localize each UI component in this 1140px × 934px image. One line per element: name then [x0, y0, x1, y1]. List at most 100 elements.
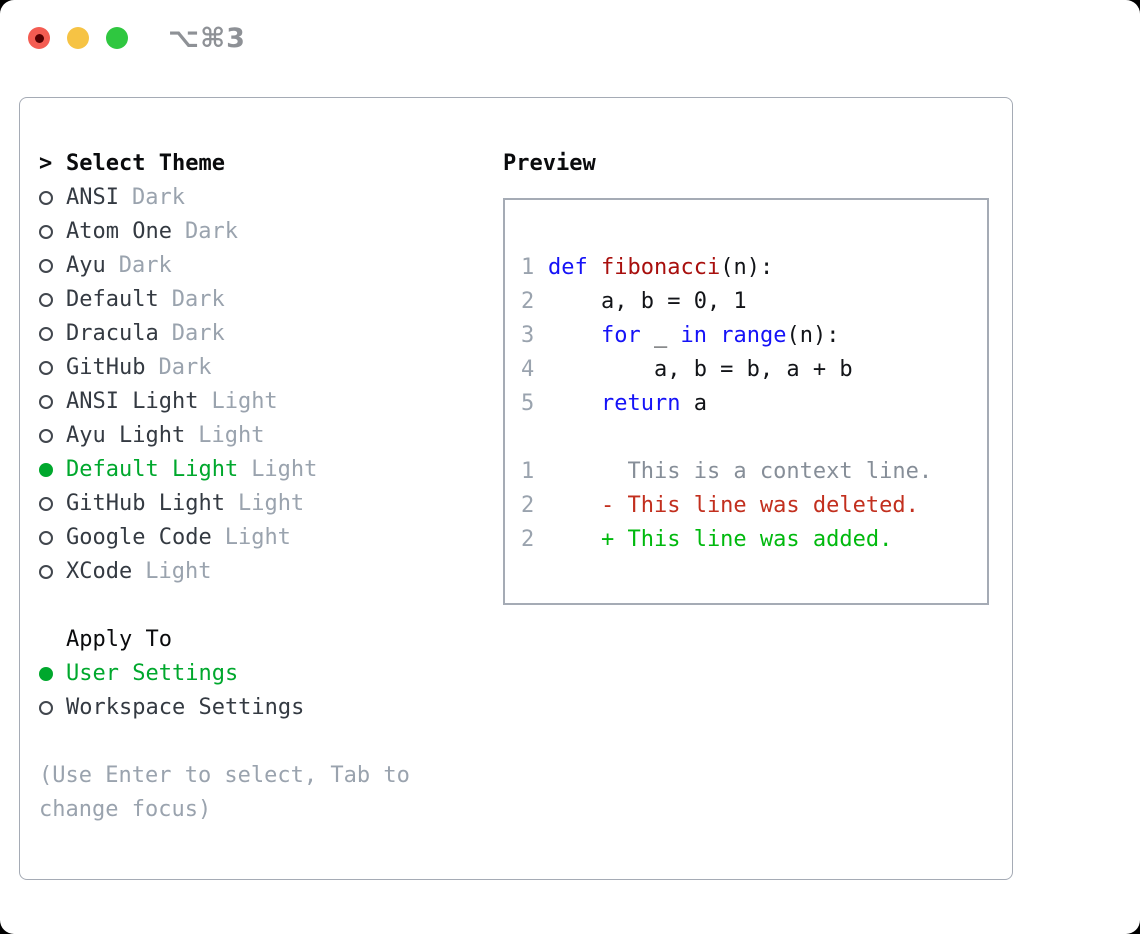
theme-option[interactable]: ANSI Dark [39, 181, 479, 215]
code-lines: 1 def fibonacci(n): 2 a, b = 0, 1 3 for … [521, 251, 987, 557]
apply-options: User Settings Workspace Settings [39, 657, 479, 725]
apply-to-title: Apply To [66, 627, 172, 652]
radio-icon [39, 327, 53, 341]
spacer [39, 589, 479, 623]
theme-name: ANSI Light [66, 389, 199, 414]
theme-name: GitHub [66, 355, 146, 380]
line-number: 4 [521, 357, 535, 382]
code-line: 4 a, b = b, a + b [521, 353, 987, 387]
theme-variant: Dark [131, 185, 185, 210]
radio-icon [39, 667, 53, 681]
code-line: 1 This is a context line. [521, 455, 987, 489]
radio-icon [39, 565, 53, 579]
radio-icon [39, 225, 53, 239]
select-theme-title: Select Theme [66, 151, 225, 176]
code-segment [548, 323, 601, 348]
radio-cell [39, 225, 66, 239]
preview-title: Preview [503, 151, 596, 176]
code-segment: a [680, 391, 707, 416]
code-line: 2 a, b = 0, 1 [521, 285, 987, 319]
radio-cell [39, 361, 66, 375]
code-segment: def [548, 255, 588, 280]
close-button[interactable] [28, 27, 50, 49]
radio-icon [39, 497, 53, 511]
code-segment: in [680, 323, 707, 348]
theme-variant: Light [237, 491, 305, 516]
theme-variant: Light [251, 457, 318, 482]
code-line [521, 421, 987, 455]
theme-variant: Light [211, 389, 278, 414]
radio-icon [39, 191, 53, 205]
window-title: ⌥⌘3 [168, 23, 246, 54]
theme-option[interactable]: Atom One Dark [39, 215, 479, 249]
radio-cell [39, 497, 66, 511]
theme-variant: Dark [158, 355, 212, 380]
code-segment: for [600, 323, 641, 348]
line-number [521, 421, 548, 455]
radio-icon [39, 463, 53, 477]
theme-name: Atom One [66, 219, 172, 244]
theme-variant: Dark [184, 219, 238, 244]
apply-option[interactable]: Workspace Settings [39, 691, 479, 725]
theme-name: Dracula [66, 321, 159, 346]
code-line: 2 + This line was added. [521, 523, 987, 557]
prompt-caret-icon: > [39, 151, 53, 176]
apply-option-label: Workspace Settings [66, 695, 305, 720]
apply-option[interactable]: User Settings [39, 657, 479, 691]
code-segment: - This line was deleted. [548, 493, 919, 518]
theme-name: Default [66, 287, 159, 312]
code-segment [707, 323, 720, 348]
theme-variant: Light [198, 423, 265, 448]
theme-name: Default Light [66, 457, 239, 482]
code-content: - This line was deleted. [548, 489, 919, 523]
line-number: 3 [521, 323, 535, 348]
theme-option[interactable]: ANSI Light Light [39, 385, 479, 419]
traffic-lights [28, 27, 128, 49]
select-theme-header: > Select Theme [39, 147, 479, 181]
code-content: for _ in range(n): [548, 319, 839, 353]
theme-variant: Light [145, 559, 212, 584]
preview-header: Preview [503, 147, 995, 181]
radio-cell [39, 701, 66, 715]
code-content: + This line was added. [548, 523, 892, 557]
radio-cell [39, 191, 66, 205]
zoom-button[interactable] [106, 27, 128, 49]
theme-option[interactable]: Default Light Light [39, 453, 479, 487]
code-segment: (n): [786, 323, 840, 348]
code-content: This is a context line. [548, 455, 932, 489]
code-segment [548, 391, 601, 416]
code-segment: fibonacci [601, 255, 721, 280]
theme-name: Ayu [66, 253, 106, 278]
theme-name: ANSI [66, 185, 119, 210]
code-line: 1 def fibonacci(n): [521, 251, 987, 285]
spacer [39, 725, 479, 759]
hint-line-2: change focus) [39, 797, 212, 822]
hint-text: (Use Enter to select, Tab to change focu… [39, 759, 479, 827]
code-line: 2 - This line was deleted. [521, 489, 987, 523]
preview-column: Preview 1 def fibonacci(n): 2 a, b = 0, … [503, 147, 995, 605]
radio-icon [39, 701, 53, 715]
radio-icon [39, 395, 53, 409]
code-segment: (n): [720, 255, 774, 280]
code-segment: + This line was added. [548, 527, 893, 552]
preview-box: 1 def fibonacci(n): 2 a, b = 0, 1 3 for … [503, 198, 989, 605]
radio-cell [39, 463, 66, 477]
titlebar: ⌥⌘3 [0, 0, 1140, 76]
code-segment: range [720, 323, 787, 348]
theme-option[interactable]: GitHub Dark [39, 351, 479, 385]
radio-cell [39, 395, 66, 409]
theme-variant: Light [224, 525, 291, 550]
minimize-button[interactable] [67, 27, 89, 49]
radio-cell [39, 293, 66, 307]
code-segment: This is a context line. [548, 459, 933, 484]
line-number: 5 [521, 391, 535, 416]
